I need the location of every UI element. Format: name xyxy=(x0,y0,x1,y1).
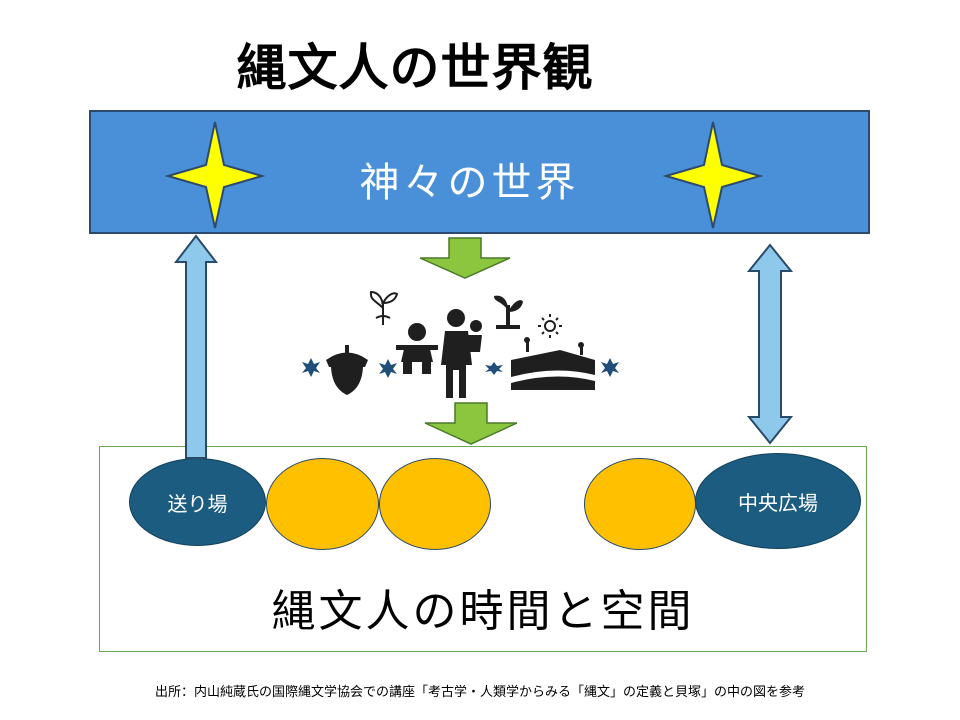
star-icon xyxy=(379,359,397,378)
okuriba-oval: 送り場 xyxy=(129,458,266,546)
source-note: 出所：内山純蔵氏の国際縄文学協会での講座「考古学・人類学からみる「縄文」の定義と… xyxy=(154,685,805,700)
arrow-double-right xyxy=(746,243,794,445)
star-icon xyxy=(662,121,764,229)
arrow-down-top xyxy=(419,237,511,279)
star-icon xyxy=(302,358,320,377)
baby-icon xyxy=(396,323,438,374)
central-plaza-label: 中央広場 xyxy=(738,490,818,515)
plant-icon xyxy=(494,295,523,329)
star-icon xyxy=(485,362,503,375)
acorn-icon xyxy=(326,345,368,395)
gold-oval-2 xyxy=(379,458,491,550)
gold-oval-1 xyxy=(266,458,379,550)
gold-oval-3 xyxy=(584,458,696,550)
gods-world-label: 神々の世界 xyxy=(359,160,580,206)
mother-child-icon xyxy=(441,309,482,398)
sprout-icon xyxy=(369,290,399,325)
human-world-label: 縄文人の時間と空間 xyxy=(271,586,695,637)
star-icon xyxy=(601,358,619,377)
field-icon xyxy=(511,337,595,390)
arrow-down-bottom xyxy=(424,402,518,445)
star-icon xyxy=(164,121,266,229)
central-plaza-oval: 中央広場 xyxy=(695,453,861,549)
okuriba-label: 送り場 xyxy=(167,491,228,516)
page-title: 縄文人の世界観 xyxy=(236,39,594,97)
arrow-up-left xyxy=(173,234,219,459)
sun-icon xyxy=(538,314,562,338)
